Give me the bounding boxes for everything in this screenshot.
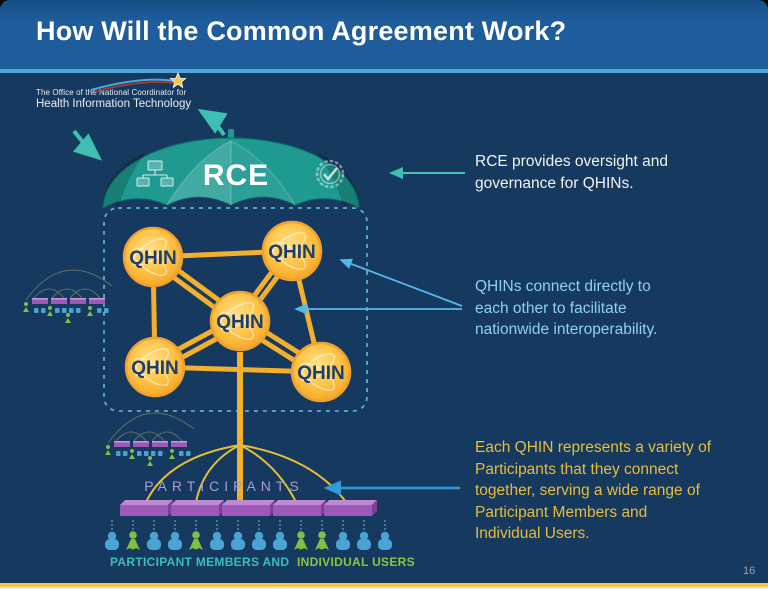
qhin-node-center: QHIN — [209, 290, 271, 352]
page-number: 16 — [743, 565, 756, 577]
qhin-node-top-left: QHIN — [122, 226, 184, 288]
annotation-qhin: QHINs connect directly to each other to … — [475, 278, 658, 338]
participants-label: PARTICIPANTS — [144, 478, 304, 494]
slide-title: How Will the Common Agreement Work? — [36, 16, 567, 46]
individual-user-icon — [293, 519, 309, 551]
mini-participants-tree-bottom — [105, 413, 194, 466]
participant-member-icon — [230, 519, 246, 551]
qhin-node-top-right: QHIN — [261, 220, 323, 282]
qhin-label: QHIN — [129, 248, 177, 269]
footer-label-individual-users: INDIVIDUAL USERS — [296, 555, 415, 569]
participant-member-icon — [146, 519, 162, 551]
participant-boxes — [120, 500, 377, 516]
rce-label: RCE — [203, 159, 269, 192]
qhin-label: QHIN — [297, 363, 345, 384]
arrow-qhin-annotation-upper — [339, 258, 463, 307]
annotation-participants: Each QHIN represents a variety of Partic… — [475, 439, 712, 542]
onc-logo-line2: Health Information Technology — [36, 98, 192, 110]
qhin-nodes: QHIN QHIN QHIN QHIN QHIN — [122, 220, 352, 403]
rce-umbrella: RCE — [102, 129, 360, 209]
mini-participants-tree-left — [23, 270, 112, 323]
qhin-label: QHIN — [268, 242, 316, 263]
onc-logo: The Office of the National Coordinator f… — [36, 71, 226, 110]
participants-fan — [104, 352, 393, 551]
slide-bottom-edge — [0, 587, 768, 589]
org-chart-icon — [136, 160, 174, 187]
common-agreement-diagram: QHIN QHIN QHIN QHIN QHIN — [0, 108, 465, 551]
participant-member-icon — [209, 519, 225, 551]
onc-logo-line1: The Office of the National Coordinator f… — [36, 88, 187, 97]
participant-member-icon — [251, 519, 267, 551]
footer-label: PARTICIPANT MEMBERS AND INDIVIDUAL USERS — [110, 555, 415, 569]
certified-check-icon — [315, 159, 345, 189]
user-icons-row — [104, 519, 393, 551]
qhin-label: QHIN — [131, 358, 179, 379]
participant-member-icon — [377, 519, 393, 551]
qhin-node-bottom-left: QHIN — [124, 336, 186, 398]
participant-member-icon — [335, 519, 351, 551]
slide-body-background — [0, 73, 768, 583]
participant-member-icon — [104, 519, 120, 551]
individual-user-icon — [125, 519, 141, 551]
qhin-label: QHIN — [216, 312, 264, 333]
participant-member-icon — [356, 519, 372, 551]
footer-accent-bar — [0, 583, 768, 587]
individual-user-icon — [314, 519, 330, 551]
shooting-star-icon — [90, 71, 187, 93]
header-divider — [0, 69, 768, 73]
slide-header: How Will the Common Agreement Work? — [0, 0, 768, 69]
arrow-umbrella-to-logo — [197, 108, 228, 137]
annotation-rce: RCE provides oversight and governance fo… — [475, 153, 668, 192]
footer-label-participant-members: PARTICIPANT MEMBERS AND — [110, 555, 290, 569]
individual-user-icon — [188, 519, 204, 551]
qhin-node-bottom-right: QHIN — [290, 341, 352, 403]
participant-member-icon — [167, 519, 183, 551]
arrow-logo-to-umbrella — [72, 129, 103, 161]
participant-member-icon — [272, 519, 288, 551]
